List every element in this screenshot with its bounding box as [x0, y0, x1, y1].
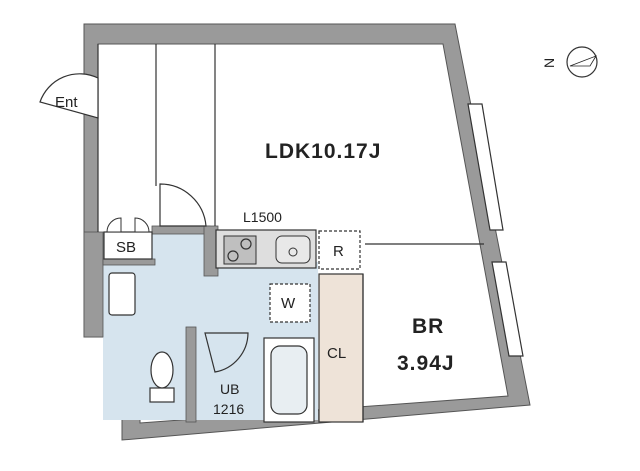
closet-area — [318, 273, 364, 423]
interior-walls — [83, 225, 219, 423]
partition-lines — [97, 44, 484, 422]
unit-bath-label: UB — [220, 381, 239, 397]
unit-bath-size: 1216 — [213, 401, 244, 417]
bedroom-size: 3.94J — [397, 352, 455, 375]
shoe-box — [103, 217, 153, 260]
bedroom-label: BR — [412, 315, 444, 338]
entrance-door — [39, 73, 99, 119]
sink-icon — [275, 235, 311, 264]
toilet-icon — [149, 351, 175, 403]
ldk-label: LDK10.17J — [265, 140, 381, 163]
fridge-label: R — [333, 243, 344, 260]
bath-door — [204, 332, 249, 373]
compass-icon — [566, 46, 598, 78]
entrance-label: Ent — [55, 94, 78, 111]
kitchen-label: L1500 — [243, 209, 282, 225]
washroom-door — [159, 183, 207, 227]
kitchen-counter — [215, 229, 317, 269]
windows — [467, 103, 524, 357]
stove-icon — [223, 235, 257, 265]
closet-label: CL — [327, 345, 346, 362]
shoe-box-label: SB — [116, 239, 136, 256]
washer-label: W — [281, 295, 296, 312]
north-label: N — [541, 58, 557, 68]
bathtub-icon — [263, 337, 315, 423]
wash-basin-icon — [108, 272, 136, 316]
fridge-space — [318, 230, 361, 270]
washer-space — [269, 283, 311, 323]
